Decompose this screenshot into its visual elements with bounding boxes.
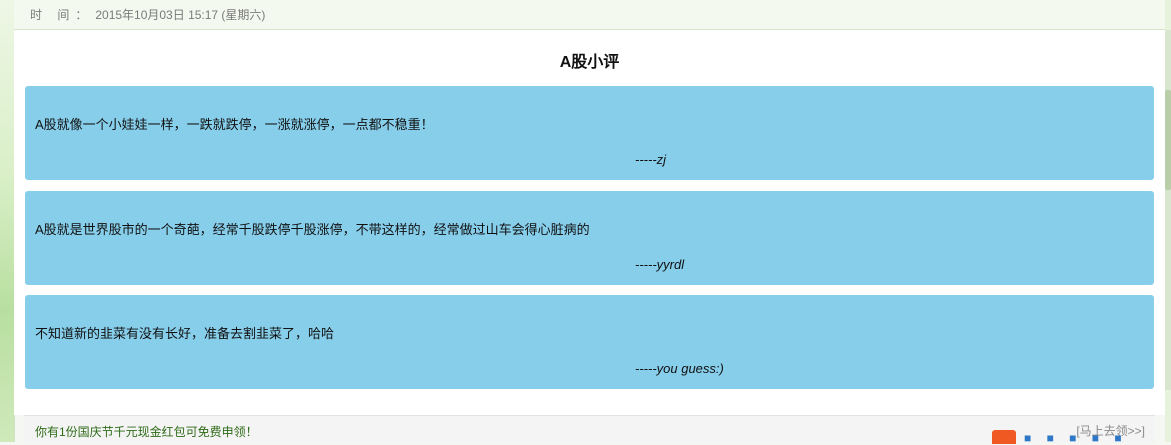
comment-text: A股就是世界股市的一个奇葩，经常千股跌停千股涨停，不带这样的，经常做过山车会得心…	[35, 222, 590, 237]
post-header: 时 间： 2015年10月03日 15:17 (星期六)	[14, 0, 1165, 30]
promo-text: 你有1份国庆节千元现金红包可免费申领！	[35, 425, 258, 439]
claim-link[interactable]: [马上去领>>]	[1076, 424, 1145, 438]
comment-author: -----yyrdl	[635, 257, 685, 272]
decorative-left-strip	[0, 0, 15, 442]
post-panel: A股小评 A股就像一个小娃娃一样，一跌就跌停，一涨就涨停，一点都不稳重！ ---…	[14, 30, 1165, 415]
comment-text: 不知道新的韭菜有没有长好，准备去割韭菜了，哈哈	[35, 326, 335, 341]
comment-author: -----zj	[635, 152, 667, 167]
post-time: 2015年10月03日 15:17 (星期六)	[95, 8, 266, 22]
scrollbar-track[interactable]	[1165, 30, 1171, 390]
time-label: 时 间：	[30, 8, 94, 22]
share-widget-icon[interactable]	[992, 430, 1016, 444]
scrollbar-thumb[interactable]	[1165, 90, 1171, 190]
comment-text: A股就像一个小娃娃一样，一跌就跌停，一涨就涨停，一点都不稳重！	[35, 117, 434, 132]
comment-card: 不知道新的韭菜有没有长好，准备去割韭菜了，哈哈 -----you guess:)	[25, 295, 1154, 389]
promo-bar: 你有1份国庆节千元现金红包可免费申领！ [马上去领>>]	[24, 415, 1155, 443]
comment-author: -----you guess:)	[635, 361, 724, 376]
comment-card: A股就是世界股市的一个奇葩，经常千股跌停千股涨停，不带这样的，经常做过山车会得心…	[25, 191, 1154, 285]
comment-card: A股就像一个小娃娃一样，一跌就跌停，一涨就涨停，一点都不稳重！ -----zj	[25, 86, 1154, 180]
post-title: A股小评	[559, 54, 620, 71]
share-toolbar-icons[interactable]: ■ ■ ■ ■ ■	[1024, 431, 1128, 445]
